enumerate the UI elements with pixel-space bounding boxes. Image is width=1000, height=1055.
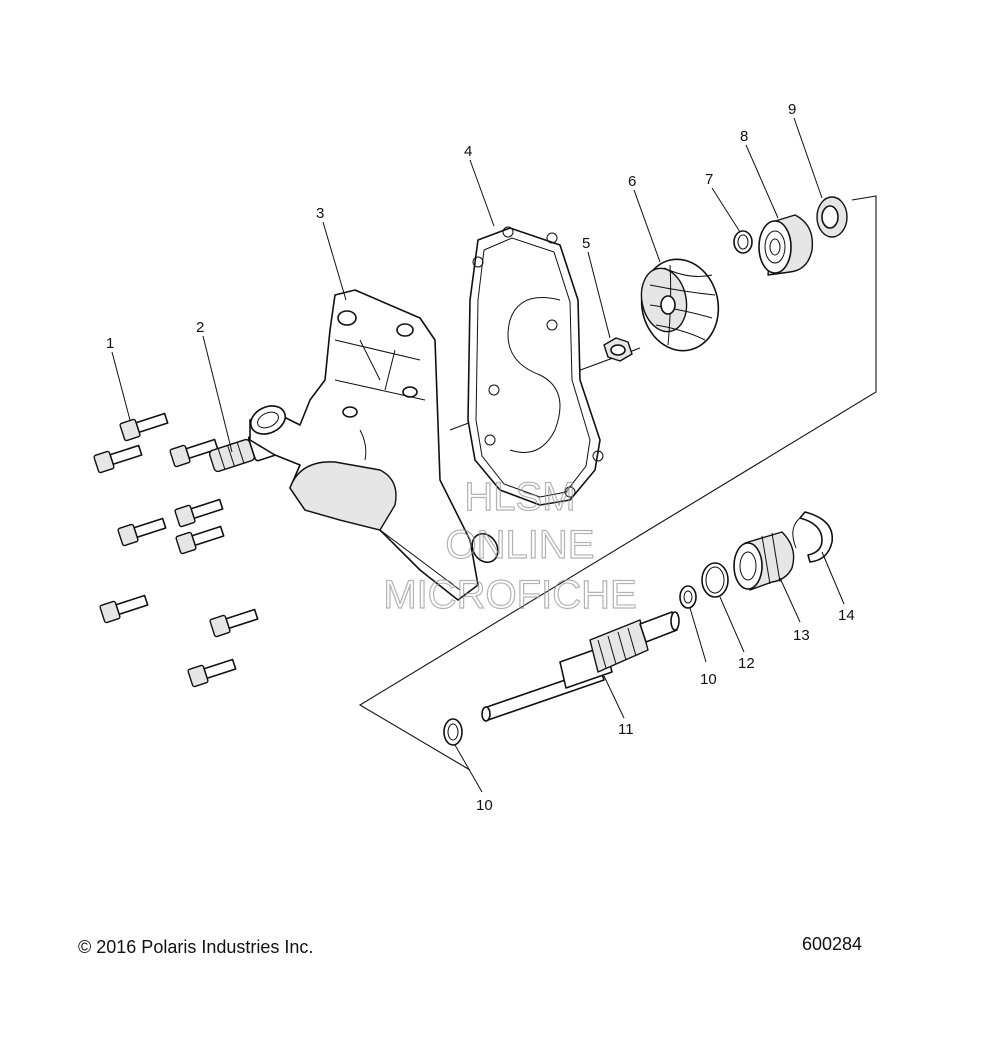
callout-1: 1 bbox=[106, 335, 114, 352]
bolt bbox=[169, 438, 219, 468]
small-washer bbox=[733, 230, 753, 254]
callout-8: 8 bbox=[740, 128, 748, 145]
callout-13: 13 bbox=[793, 627, 810, 644]
callout-6: 6 bbox=[628, 173, 636, 190]
callout-5: 5 bbox=[582, 235, 590, 252]
bolt-group bbox=[93, 412, 259, 688]
watermark: HLSM ONLINE MICROFICHE bbox=[383, 474, 638, 617]
bolt bbox=[117, 517, 167, 547]
callout-10-upper: 10 bbox=[700, 671, 717, 688]
bolt bbox=[119, 412, 169, 442]
callout-11: 11 bbox=[618, 721, 634, 738]
watermark-line-2: ONLINE bbox=[446, 523, 595, 567]
bolt bbox=[174, 498, 224, 528]
bolt bbox=[209, 608, 259, 638]
copyright-notice: © 2016 Polaris Industries Inc. bbox=[78, 937, 314, 957]
mechanical-seal bbox=[758, 214, 814, 276]
gasket bbox=[467, 226, 604, 506]
bolt bbox=[175, 525, 225, 555]
snap-ring bbox=[792, 511, 834, 563]
callout-7: 7 bbox=[705, 171, 713, 188]
bolt bbox=[93, 444, 143, 474]
callout-4: 4 bbox=[464, 143, 472, 160]
callout-2: 2 bbox=[196, 319, 204, 336]
figure-number: 600284 bbox=[802, 934, 863, 954]
watermark-line-3: MICROFICHE bbox=[383, 573, 636, 617]
callout-labels: 1 2 3 4 5 6 7 8 9 10 10 11 12 13 14 bbox=[106, 101, 855, 814]
callout-14: 14 bbox=[838, 607, 855, 624]
o-ring bbox=[701, 562, 729, 598]
seal-washer bbox=[816, 196, 848, 238]
thrust-washer-lower bbox=[443, 718, 463, 746]
callout-10-lower: 10 bbox=[476, 797, 493, 814]
impeller-nut bbox=[603, 337, 633, 362]
impeller bbox=[640, 258, 720, 352]
bolt bbox=[187, 658, 237, 688]
callout-12: 12 bbox=[738, 655, 755, 672]
pump-shaft bbox=[481, 611, 680, 722]
thrust-washer-upper bbox=[679, 585, 697, 609]
bolt bbox=[99, 594, 149, 624]
leader-lines bbox=[111, 117, 845, 793]
watermark-line-1: HLSM bbox=[464, 475, 575, 519]
callout-3: 3 bbox=[316, 205, 324, 222]
water-pump-housing bbox=[249, 289, 499, 601]
callout-9: 9 bbox=[788, 101, 796, 118]
bushing bbox=[733, 531, 795, 591]
